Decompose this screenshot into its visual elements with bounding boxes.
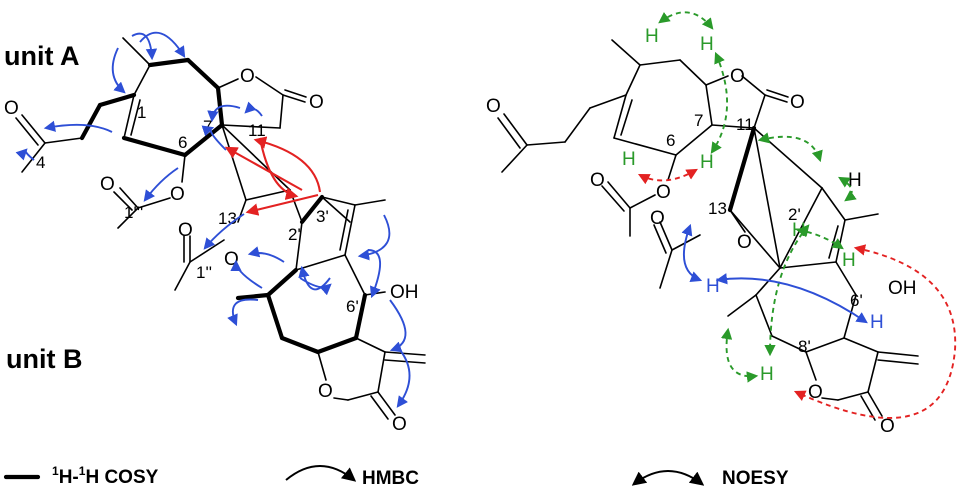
r-locant-6: 6 (666, 131, 675, 150)
r-h-7: H (700, 152, 714, 173)
r-h-6: H (622, 149, 636, 170)
r-h-5p: H (842, 250, 856, 271)
noesy-legend-label: NOESY (722, 468, 789, 489)
right-bonds (497, 39, 919, 421)
unit-a-label: unit A (4, 41, 79, 71)
cosy-legend-label: 1H-1H COSY (52, 464, 159, 488)
unit-b-label: unit B (6, 344, 82, 374)
r-o-lactone-b: O (808, 382, 823, 403)
r-o-ketone: O (486, 96, 501, 117)
r-oh-6p: OH (888, 278, 917, 299)
r-h-6p: H (870, 312, 884, 333)
o-ketone: O (4, 98, 19, 119)
r-locant-2p: 2' (788, 205, 801, 224)
locant-3p: 3' (316, 207, 329, 226)
hmbc-key-arrows (224, 136, 322, 216)
r-locant-7: 7 (694, 111, 703, 130)
o-acetate-6-carbonyl: O (100, 174, 115, 195)
r-h-8: H (700, 34, 714, 55)
locant-1ppp: 1''' (124, 203, 143, 222)
o-acetate-13-carbonyl: O (178, 220, 193, 241)
legend: 1H-1H COSY HMBC NOESY (3, 464, 789, 489)
noesy-arrows (637, 11, 957, 419)
o-acetate-6: O (170, 184, 185, 205)
r-locant-6p: 6' (850, 291, 863, 310)
locant-6p: 6' (346, 297, 359, 316)
r-o-carbonyl-a: O (790, 92, 805, 113)
r-o-acetate-6-carbonyl: O (590, 170, 605, 191)
r-h-9p: H (760, 364, 774, 385)
r-o-acetate-13: O (737, 232, 752, 253)
hmbc-arrows (15, 31, 411, 408)
r-o-acetate-6: O (656, 182, 671, 203)
o-lactone-b: O (318, 381, 333, 402)
locant-1: 1 (137, 103, 146, 122)
o-lactone-a: O (240, 66, 255, 87)
unit-a-bonds (15, 37, 307, 229)
locant-1pp: 1'' (196, 263, 212, 282)
r-locant-8p: 8' (798, 337, 811, 356)
r-o-lactone-a: O (730, 66, 745, 87)
noesy-legend-arrow (631, 470, 705, 486)
o-carbonyl-a: O (309, 92, 324, 113)
hmbc-legend-label: HMBC (362, 468, 419, 489)
locant-6: 6 (178, 133, 187, 152)
left-structure: unit A unit B (4, 31, 426, 435)
oh-6p: OH (390, 282, 419, 303)
unit-b-bonds (174, 124, 426, 420)
r-o-acetate-13-carbonyl: O (650, 208, 665, 229)
locant-4: 4 (36, 153, 45, 172)
locant-2p: 2' (288, 225, 301, 244)
locant-11: 11 (248, 121, 266, 140)
right-structure: O O O O O O O OH O O H H H H H H H H H H… (486, 11, 957, 437)
r-locant-13: 13 (708, 199, 727, 218)
r-h-cyclopropane: H (848, 170, 862, 191)
r-o-carbonyl-b: O (880, 416, 895, 437)
r-locant-11: 11 (736, 115, 754, 134)
r-h-methyl: H (645, 26, 659, 47)
r-h-1p: H (706, 276, 720, 297)
hmbc-legend-arrow (285, 465, 357, 482)
o-carbonyl-b: O (392, 414, 407, 435)
